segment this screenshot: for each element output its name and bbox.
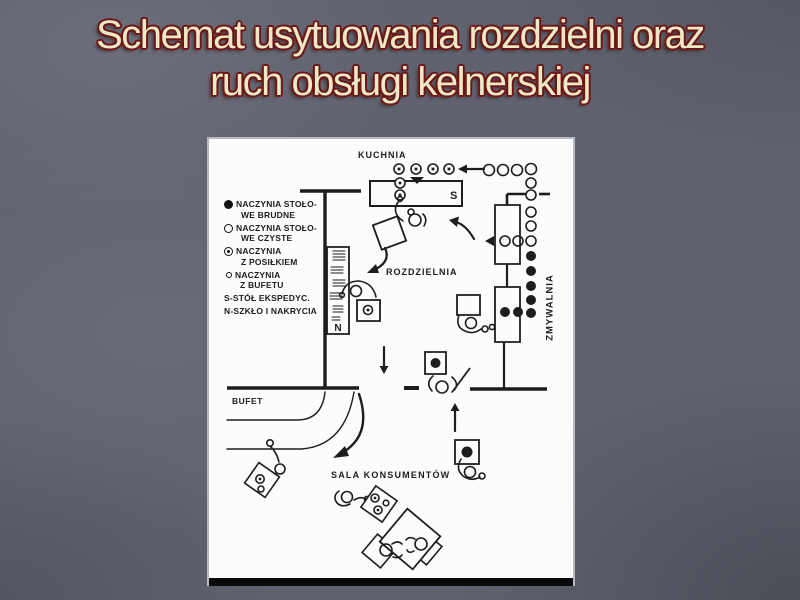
waiter-in-doorway: [429, 376, 457, 393]
expedition-table: S: [370, 181, 462, 206]
walls: [227, 191, 550, 391]
glass-rack-hatching: [330, 251, 345, 320]
slide-title-line2: ruch obsługi kelnerskiej: [210, 60, 591, 104]
waiter-at-left-table: [245, 440, 285, 498]
waiter-at-glass-table: [340, 281, 380, 321]
legend-item-glass-table: N-SZKŁO I NAKRYCIA: [224, 306, 318, 316]
scullery-tables: [485, 205, 523, 342]
tray-square: [373, 216, 406, 249]
dirty-tray-square-top: [425, 352, 446, 374]
waiter-carrying-dirty-dishes: [455, 440, 485, 479]
small-circle-icon: [226, 271, 232, 278]
legend-item-dirty-dishes: NACZYNIA STOŁO- WE BRUDNE: [224, 199, 334, 220]
buffet-counter: [227, 392, 354, 449]
waiter-at-expedition-table: [395, 197, 425, 226]
glass-table: N: [327, 247, 349, 334]
label-bufet: BUFET: [232, 396, 263, 406]
legend-item-meal-dishes: NACZYNIA Z POSIŁKIEM: [224, 246, 334, 267]
legend-item-expedition-table: S-STÓŁ EKSPEDYC.: [224, 293, 310, 303]
arrow-up: [450, 403, 460, 431]
clean-dish-flow: [458, 164, 537, 247]
diagram-panel: KUCHNIA ROZDZIELNIA BUFET SALA KONSUMENT…: [207, 137, 575, 586]
guest-table-group: [362, 509, 442, 570]
open-circle-icon: [224, 223, 233, 233]
arrow-down: [379, 347, 389, 374]
dirty-dish-flow: [526, 251, 536, 318]
glass-table-letter: N: [334, 323, 341, 334]
filled-circle-icon: [224, 200, 233, 209]
expedition-table-letter: S: [450, 190, 457, 202]
slide-title-line1: Schemat usytuowania rozdzielni oraz: [96, 13, 705, 57]
circled-dot-icon: [224, 247, 233, 256]
waiter-at-scullery: [457, 295, 495, 333]
label-rozdzielnia: ROZDZIELNIA: [386, 267, 458, 277]
legend-item-clean-dishes: NACZYNIA STOŁO- WE CZYSTE: [224, 223, 334, 244]
flow-arrow-to-hall: [333, 394, 363, 458]
slide-title: Schemat usytuowania rozdzielni oraz ruch…: [0, 12, 800, 106]
waiter-serving-hall: [335, 486, 397, 522]
arrow-down-left: [367, 248, 387, 273]
label-sala-konsumentow: SALA KONSUMENTÓW: [331, 470, 451, 480]
floor-plan-drawing: S: [209, 139, 573, 578]
legend-item-buffet-dishes: NACZYNIA Z BUFETU: [224, 270, 334, 291]
label-kuchnia: KUCHNIA: [358, 150, 407, 160]
scan-bottom-edge: [209, 578, 573, 586]
diagram-legend: NACZYNIA STOŁO- WE BRUDNE NACZYNIA STOŁO…: [224, 199, 334, 319]
arrow-up-left: [449, 216, 474, 240]
